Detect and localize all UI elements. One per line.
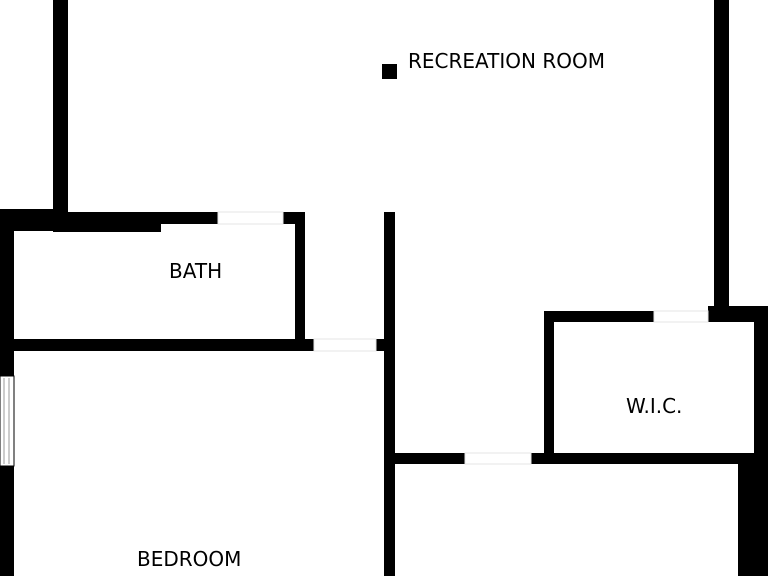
door-openings [217, 211, 709, 465]
wall-lower-right [738, 453, 768, 576]
wall-exterior-left-lower [0, 466, 14, 576]
room-marker-square [382, 64, 397, 79]
wall-recreation-right [714, 0, 729, 312]
door-bath-top [217, 211, 284, 225]
recreation-room-label: RECREATION ROOM [408, 49, 605, 73]
wall-bath-right [295, 212, 305, 346]
door-wic-top [653, 310, 709, 323]
wall-wic-top-a [544, 311, 654, 322]
wall-wic-bottom [384, 453, 465, 464]
wall-wic-bottom-b [531, 453, 754, 464]
window-frame [0, 375, 15, 467]
door-wic-bottom [464, 452, 532, 465]
wall-recreation-left [53, 0, 68, 216]
wall-wic-top-b [708, 306, 768, 322]
wall-bath-top-b [161, 212, 218, 224]
wall-hall-center [384, 212, 395, 576]
wall-wic-left [544, 311, 554, 463]
bath-label: BATH [169, 259, 222, 283]
wall-exterior-top-left [0, 209, 53, 231]
wall-exterior-left-upper [0, 231, 14, 376]
window-left [0, 375, 15, 467]
bedroom-label: BEDROOM [137, 547, 241, 571]
door-bath-bottom [313, 338, 377, 352]
wic-label: W.I.C. [626, 394, 682, 418]
wall-bath-top-a [53, 212, 161, 232]
wall-bath-bottom [0, 339, 314, 351]
